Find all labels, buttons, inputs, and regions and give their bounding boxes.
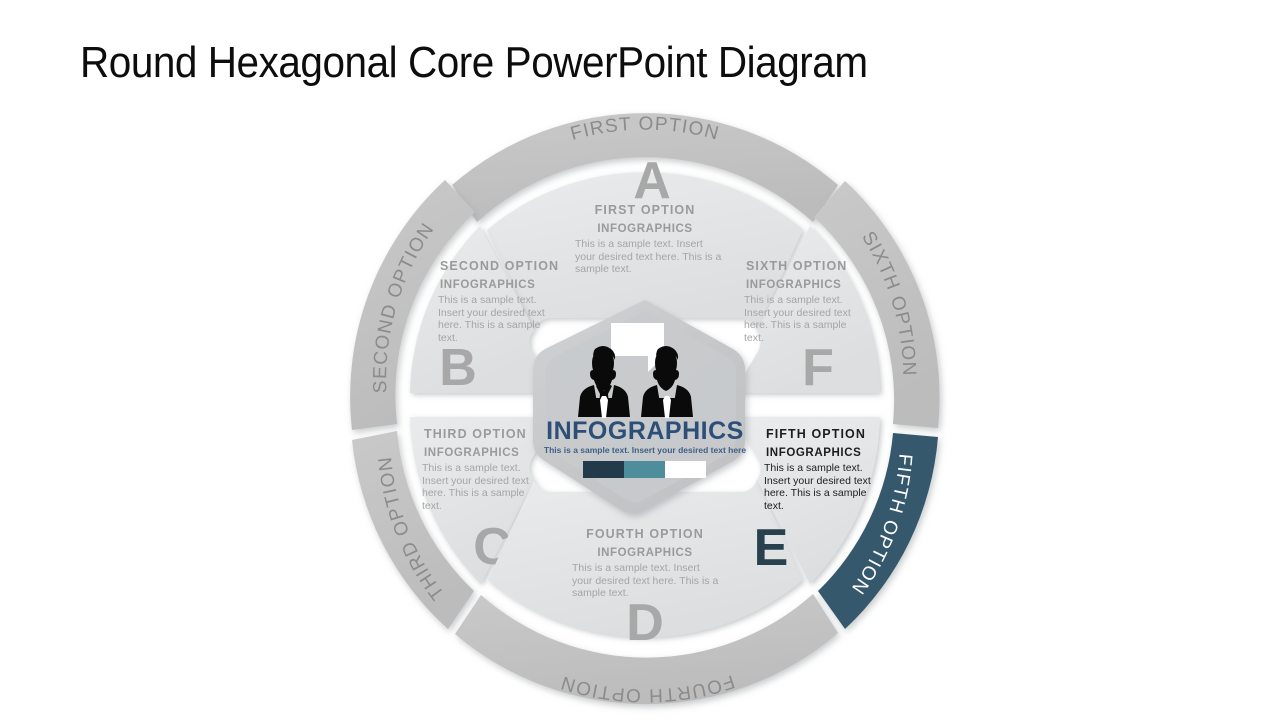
wedge-subheading-sixth: INFOGRAPHICS <box>746 279 841 291</box>
wedge-body-second-wrap: This is a sample text. Insert your desir… <box>438 294 545 344</box>
ring-arc-second[interactable] <box>350 180 475 430</box>
wedge-subheading-first: INFOGRAPHICS <box>597 223 692 235</box>
wedge-heading-second: SECOND OPTION <box>440 259 559 273</box>
ring-arc-fifth[interactable] <box>818 433 938 629</box>
color-bar-segment-white <box>665 461 706 478</box>
wedge-body-first-wrap: This is a sample text. Insert your desir… <box>575 238 722 275</box>
wedge-heading-fourth: FOURTH OPTION <box>586 527 704 541</box>
ring-arc-first[interactable] <box>452 113 838 222</box>
wedge-letter-fifth: E <box>754 519 789 577</box>
wedge-body-third-wrap: This is a sample text. Insert your desir… <box>422 462 529 512</box>
core-title: INFOGRAPHICS <box>546 417 744 445</box>
wedge-heading-third: THIRD OPTION <box>424 427 527 441</box>
ring-arc-fourth[interactable] <box>455 594 838 705</box>
wedge-letter-first: A <box>633 152 671 210</box>
wedge-subheading-fourth: INFOGRAPHICS <box>597 547 692 559</box>
wedge-body-sixth-wrap: This is a sample text. Insert your desir… <box>744 294 851 344</box>
wedge-body-second: This is a sample text. Insert your desir… <box>438 294 545 344</box>
wedge-subheading-second: INFOGRAPHICS <box>440 279 535 291</box>
wedge-subheading-fifth: INFOGRAPHICS <box>766 447 861 459</box>
wedge-body-fourth-wrap: This is a sample text. Insert your desir… <box>572 562 719 599</box>
wedge-subheading-third: INFOGRAPHICS <box>424 447 519 459</box>
wedge-letter-sixth: F <box>802 339 834 397</box>
two-businessmen-icon <box>578 346 693 418</box>
wedge-body-fifth: This is a sample text. Insert your desir… <box>764 462 871 512</box>
wedge-fifth[interactable] <box>735 417 880 584</box>
wedge-heading-fifth: FIFTH OPTION <box>766 427 866 441</box>
wedge-second[interactable] <box>410 226 555 393</box>
color-bar-segment-teal <box>624 461 665 478</box>
color-bar-segment-dark <box>583 461 624 478</box>
wedge-body-fifth-wrap: This is a sample text. Insert your desir… <box>764 462 871 512</box>
wedge-first[interactable] <box>487 172 803 330</box>
wedge-body-fourth: This is a sample text. Insert your desir… <box>572 562 719 599</box>
wedge-fourth[interactable] <box>488 480 803 638</box>
wedge-body-third: This is a sample text. Insert your desir… <box>422 462 529 512</box>
wedge-heading-first: FIRST OPTION <box>595 203 696 217</box>
page-title: Round Hexagonal Core PowerPoint Diagram <box>80 38 868 87</box>
core-subtitle: This is a sample text. Insert your desir… <box>544 445 746 455</box>
ring-arc-third[interactable] <box>352 431 474 629</box>
ring-arc-sixth[interactable] <box>814 181 940 428</box>
wedge-sixth[interactable] <box>735 226 880 393</box>
wedge-body-first: This is a sample text. Insert your desir… <box>575 238 722 275</box>
inner-wedges-group: A FIRST OPTION INFOGRAPHICS This is a sa… <box>410 152 880 652</box>
wedge-body-sixth: This is a sample text. Insert your desir… <box>744 294 851 344</box>
core-color-bar <box>583 461 706 478</box>
wedge-letter-second: B <box>439 339 477 397</box>
wedge-letter-fourth: D <box>626 594 664 652</box>
wedge-third[interactable] <box>410 417 555 584</box>
wedge-heading-sixth: SIXTH OPTION <box>746 259 847 273</box>
